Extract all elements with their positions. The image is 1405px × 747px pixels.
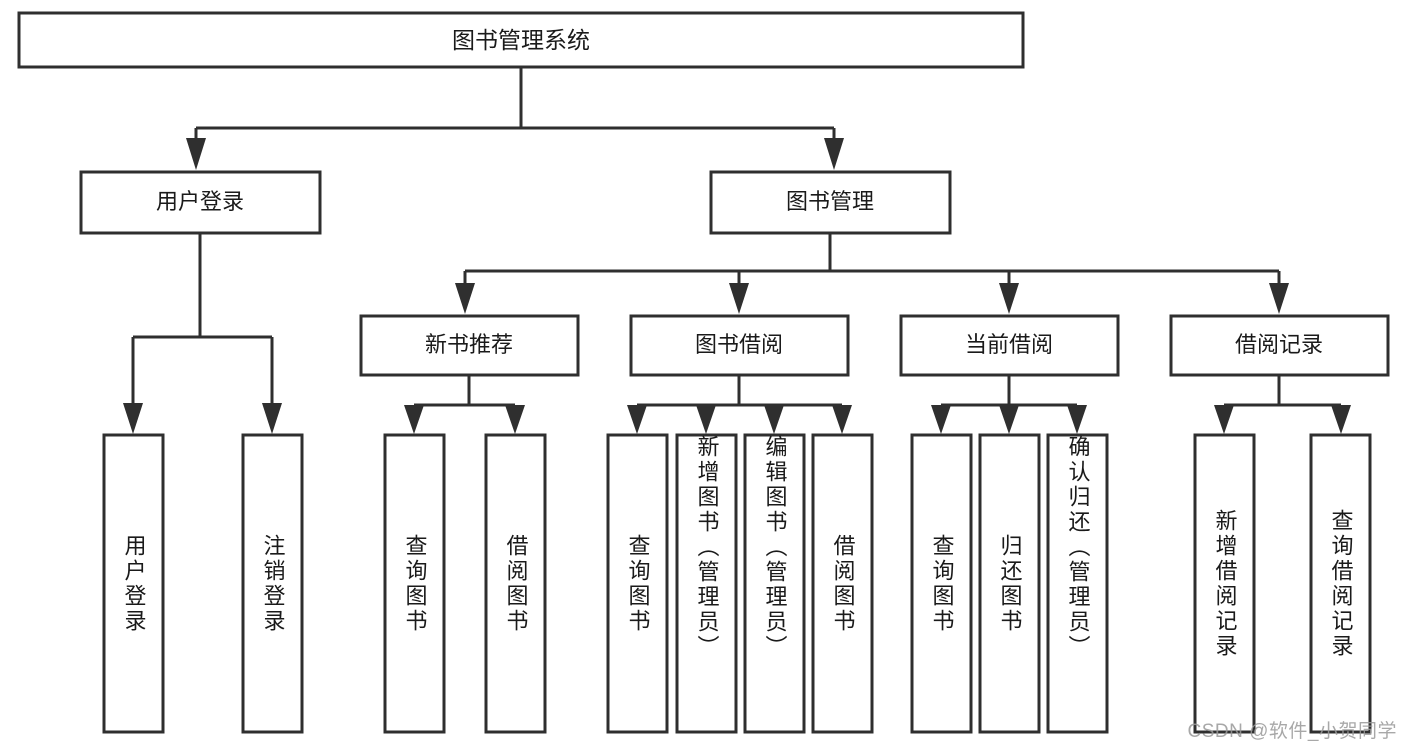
new-book-recommend-label: 新书推荐 bbox=[425, 332, 513, 357]
leaf-box-user-login-2[interactable] bbox=[241, 433, 304, 734]
leaf-box-current-2[interactable] bbox=[978, 433, 1041, 734]
arrow-head-book-borrow bbox=[729, 283, 749, 314]
arrow-head-leaf-record-1 bbox=[1214, 405, 1234, 434]
node-new-book-recommend[interactable]: 新书推荐 bbox=[359, 314, 580, 377]
book-manage-box[interactable] bbox=[709, 170, 952, 235]
arrow-head-user-login bbox=[186, 138, 206, 170]
arrow-head-leaf-user-login-2 bbox=[262, 403, 282, 434]
watermark-text: CSDN @软件_小贺同学 bbox=[1187, 721, 1397, 742]
user-login-label: 用户登录 bbox=[156, 189, 244, 214]
book-borrow-label: 图书借阅 bbox=[695, 332, 783, 357]
connector-book-manage-to-level3 bbox=[455, 233, 1289, 314]
arrow-head-leaf-current-3 bbox=[1067, 405, 1087, 434]
leaf-box-recommend-1[interactable] bbox=[383, 433, 446, 734]
leaf-box-current-1[interactable] bbox=[910, 433, 973, 734]
node-borrow-record[interactable]: 借阅记录 bbox=[1169, 314, 1390, 377]
current-borrow-label: 当前借阅 bbox=[965, 332, 1053, 357]
connector-current-borrow-to-leaves bbox=[931, 375, 1087, 434]
root-label: 图书管理系统 bbox=[452, 27, 590, 53]
leaf-box-user-login-1[interactable] bbox=[102, 433, 165, 734]
arrow-head-leaf-borrow-3 bbox=[764, 405, 784, 434]
borrow-record-box[interactable] bbox=[1169, 314, 1390, 377]
leaf-box-record-2[interactable] bbox=[1309, 433, 1372, 734]
connector-user-login-to-leaves bbox=[123, 233, 282, 434]
connector-borrow-record-to-leaves bbox=[1214, 375, 1351, 434]
arrow-head-leaf-borrow-1 bbox=[627, 405, 647, 434]
book-manage-label: 图书管理 bbox=[786, 189, 874, 214]
leaf-box-borrow-4[interactable] bbox=[811, 433, 874, 734]
root-box[interactable] bbox=[17, 11, 1025, 69]
arrow-head-current-borrow bbox=[999, 283, 1019, 314]
arrow-head-leaf-current-1 bbox=[931, 405, 951, 434]
leaf-box-borrow-3[interactable] bbox=[743, 433, 806, 734]
arrow-head-leaf-record-2 bbox=[1331, 405, 1351, 434]
leaf-box-recommend-2[interactable] bbox=[484, 433, 547, 734]
node-book-borrow[interactable]: 图书借阅 bbox=[629, 314, 850, 377]
leaf-box-borrow-1[interactable] bbox=[606, 433, 669, 734]
arrow-head-borrow-record bbox=[1269, 283, 1289, 314]
book-borrow-box[interactable] bbox=[629, 314, 850, 377]
connector-new-book-to-leaves bbox=[404, 375, 525, 434]
node-current-borrow[interactable]: 当前借阅 bbox=[899, 314, 1120, 377]
arrow-head-leaf-borrow-2 bbox=[696, 405, 716, 434]
arrow-head-leaf-borrow-4 bbox=[832, 405, 852, 434]
node-user-login[interactable]: 用户登录 bbox=[79, 170, 322, 235]
arrow-head-leaf-user-login-1 bbox=[123, 403, 143, 434]
connector-book-borrow-to-leaves bbox=[627, 375, 852, 434]
node-book-manage[interactable]: 图书管理 bbox=[709, 170, 952, 235]
connector-root-to-level2 bbox=[186, 67, 844, 170]
leaf-box-record-1[interactable] bbox=[1193, 433, 1256, 734]
arrow-head-book-manage bbox=[824, 138, 844, 170]
borrow-record-label: 借阅记录 bbox=[1235, 332, 1323, 357]
leaf-box-borrow-2[interactable] bbox=[675, 433, 738, 734]
arrow-head-new-book bbox=[455, 283, 475, 314]
leaf-box-current-3[interactable] bbox=[1046, 433, 1109, 734]
arrow-head-leaf-recommend-2 bbox=[505, 405, 525, 434]
arrow-head-leaf-recommend-1 bbox=[404, 405, 424, 434]
arrow-head-leaf-current-2 bbox=[999, 405, 1019, 434]
new-book-recommend-box[interactable] bbox=[359, 314, 580, 377]
current-borrow-box[interactable] bbox=[899, 314, 1120, 377]
node-root[interactable]: 图书管理系统 bbox=[17, 11, 1025, 69]
